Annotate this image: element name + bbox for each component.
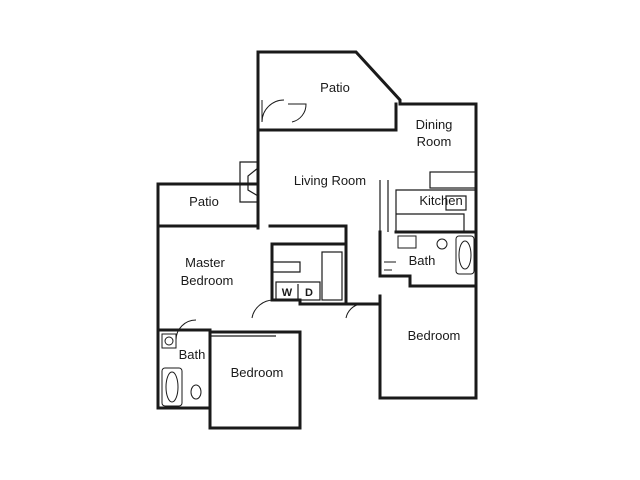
label-bedroom-bottom: Bedroom — [231, 365, 284, 380]
label-dryer: D — [305, 287, 313, 299]
label-dining-line2: Room — [417, 134, 452, 149]
exterior-walls — [156, 50, 478, 430]
label-bedroom-right: Bedroom — [408, 328, 461, 343]
interior-walls — [156, 102, 478, 346]
label-patio-top: Patio — [320, 80, 350, 95]
fixtures — [161, 235, 475, 407]
label-kitchen: Kitchen — [419, 193, 462, 208]
label-master-line1: Master — [185, 255, 225, 270]
label-washer: W — [282, 287, 293, 299]
room-labels: Patio Dining Room Living Room Kitchen Pa… — [179, 80, 463, 380]
label-dining-line1: Dining — [416, 117, 453, 132]
label-bath-left: Bath — [179, 347, 206, 362]
label-living-room: Living Room — [294, 173, 366, 188]
label-master-line2: Bedroom — [181, 273, 234, 288]
doors — [175, 99, 396, 341]
label-patio-left: Patio — [189, 194, 219, 209]
label-bath-right: Bath — [409, 253, 436, 268]
